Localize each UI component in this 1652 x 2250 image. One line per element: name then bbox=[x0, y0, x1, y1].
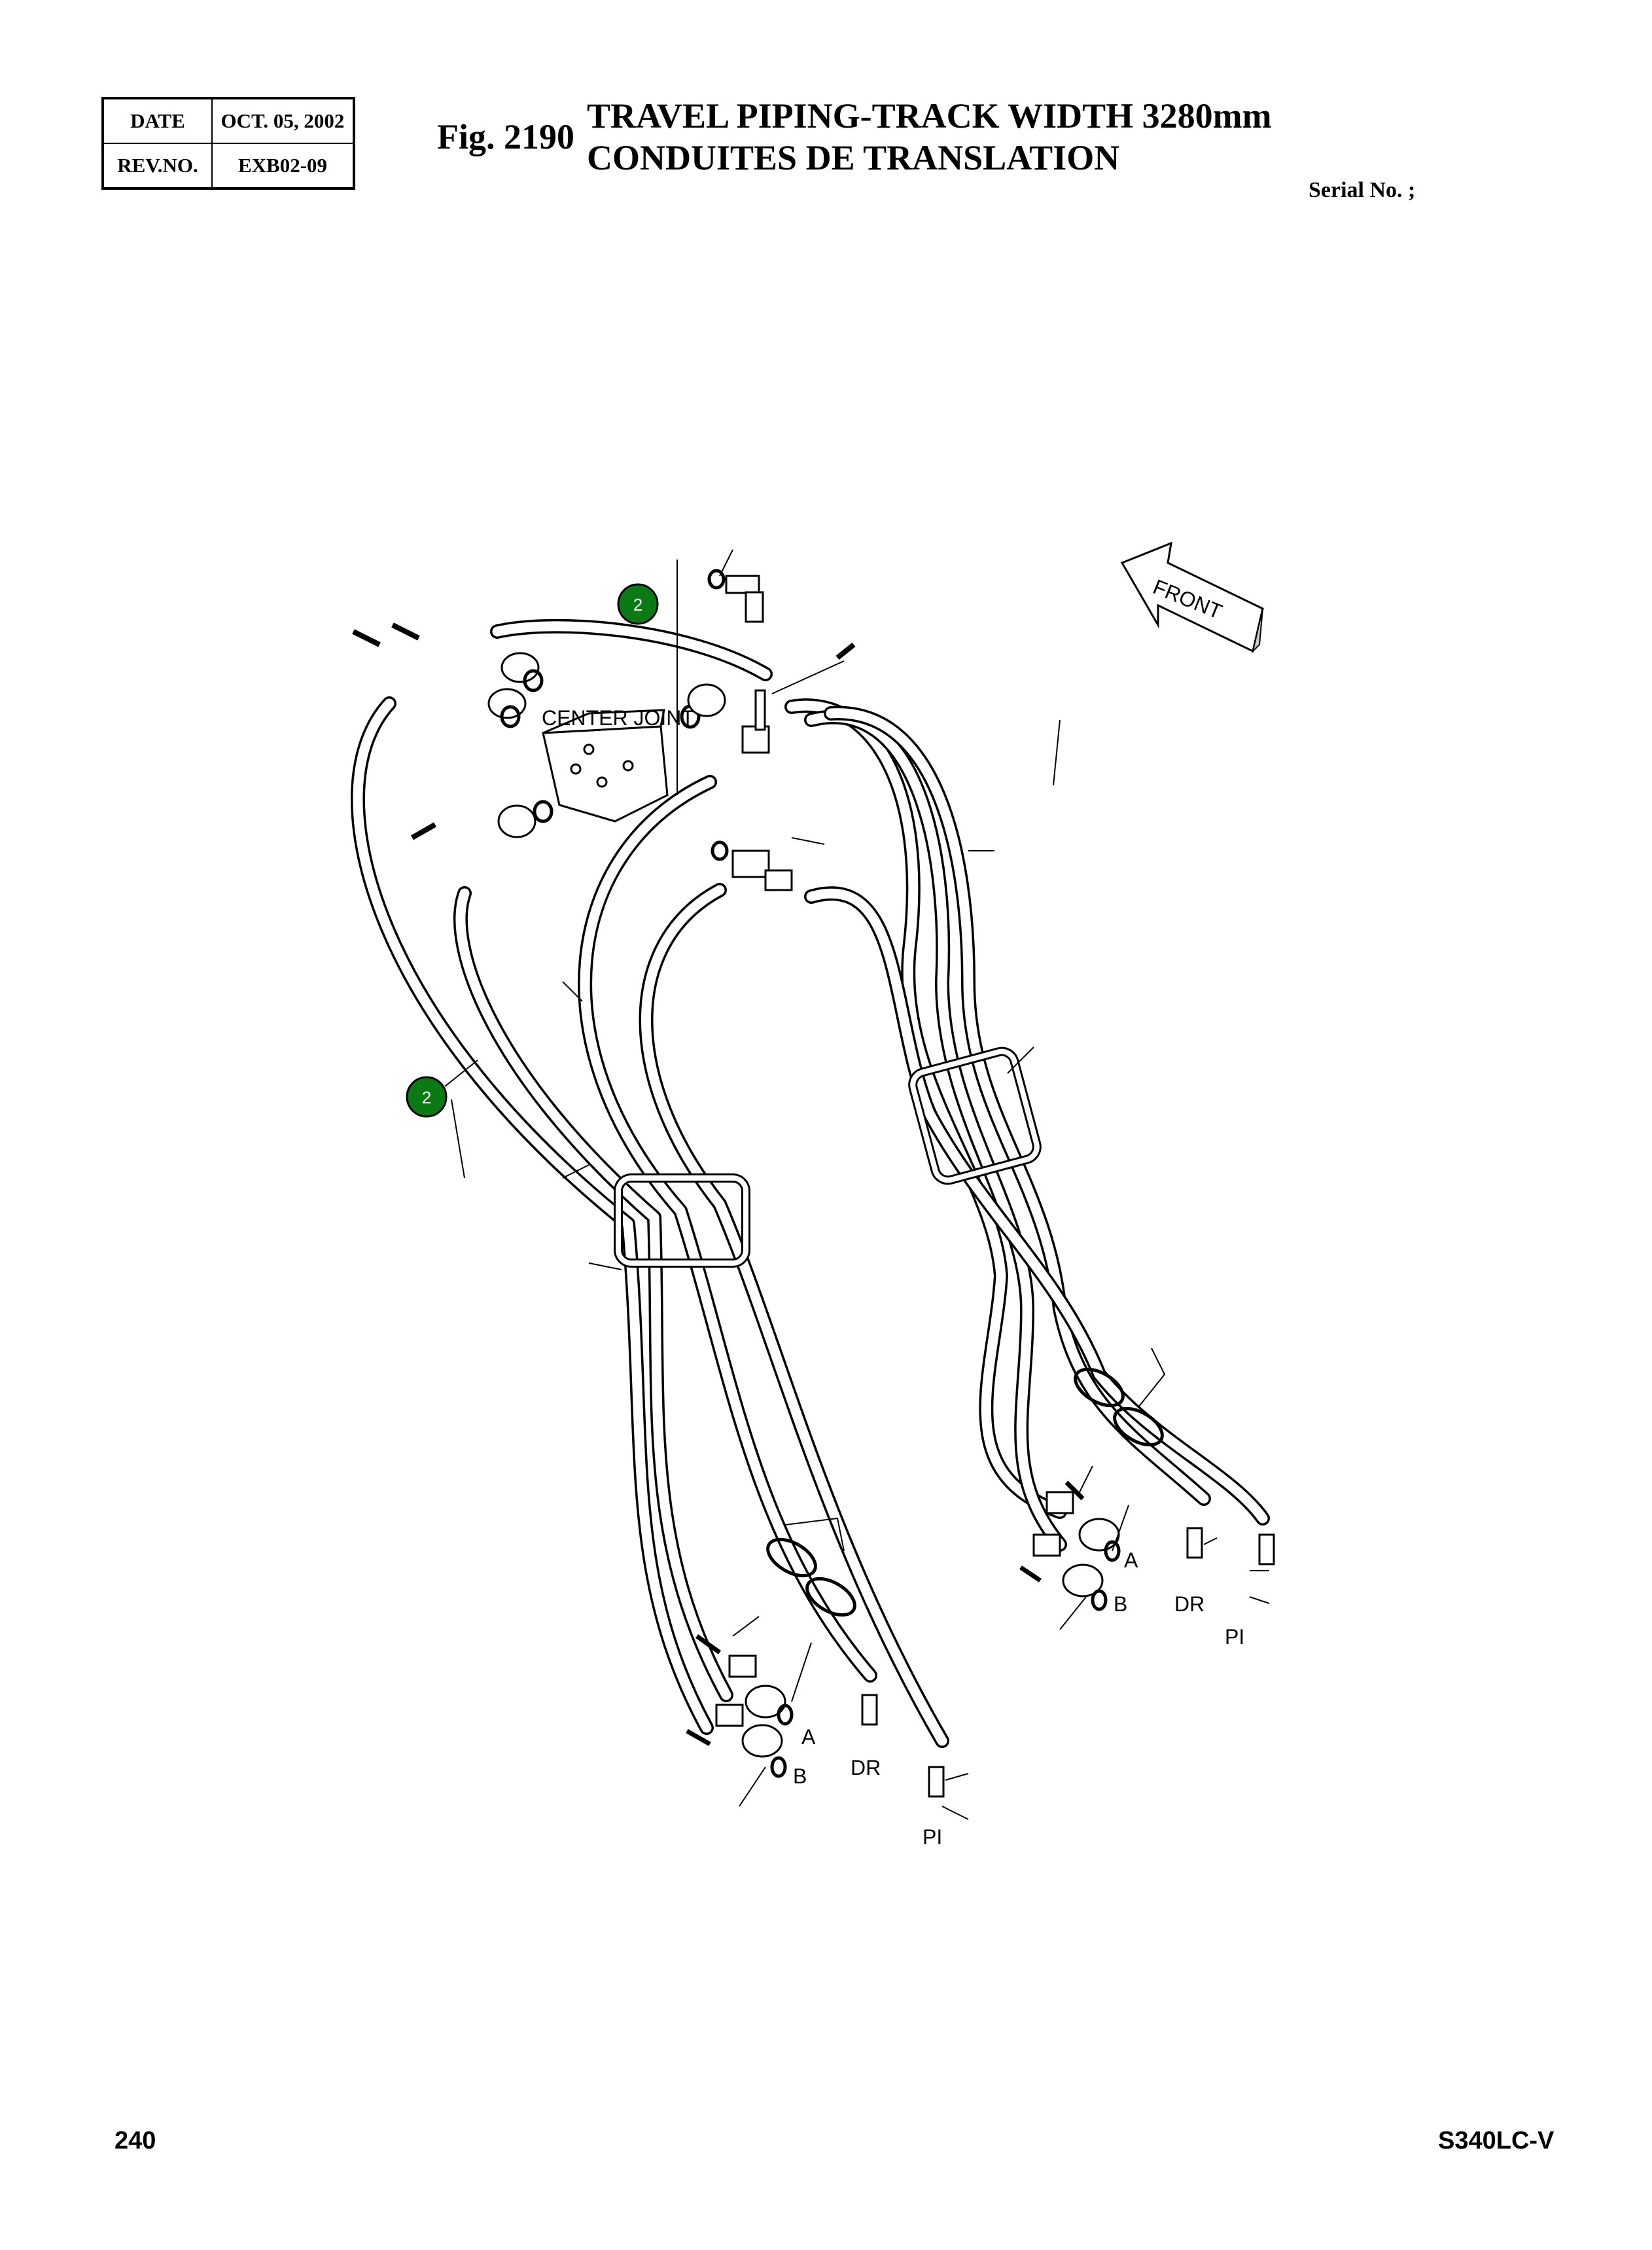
page-number: 240 bbox=[114, 2127, 156, 2154]
upper-elbow-fitting bbox=[725, 575, 764, 623]
right-port-b-label: B bbox=[1114, 1592, 1127, 1616]
figure-number: Fig. 2190 bbox=[437, 117, 574, 156]
callout-2-lower-label: 2 bbox=[422, 1088, 431, 1107]
right-port-a-label: A bbox=[1124, 1548, 1138, 1572]
callout-2-upper-label: 2 bbox=[633, 595, 642, 615]
rev-label: REV.NO. bbox=[102, 143, 213, 189]
lower-right-port-fittings bbox=[1019, 1480, 1275, 1611]
left-port-dr-label: DR bbox=[851, 1756, 881, 1779]
upper-hose bbox=[490, 618, 773, 681]
left-port-b-label: B bbox=[793, 1764, 807, 1788]
left-port-a-label: A bbox=[801, 1725, 816, 1749]
tee-fitting-lower bbox=[731, 849, 793, 891]
center-joint-label: CENTER JOINT bbox=[542, 706, 694, 730]
right-port-pi-label: PI bbox=[1225, 1625, 1244, 1649]
right-hose-clamp bbox=[908, 1046, 1042, 1185]
front-arrow bbox=[1120, 541, 1264, 654]
bolts bbox=[352, 622, 856, 840]
center-joint-block bbox=[542, 709, 669, 823]
upper-flanges-and-orings bbox=[487, 569, 729, 861]
revision-table: DATE OCT. 05, 2002 REV.NO. EXB02-09 bbox=[101, 97, 355, 190]
figure-title-english: TRAVEL PIPING-TRACK WIDTH 3280mm bbox=[587, 96, 1272, 135]
date-row: DATE OCT. 05, 2002 bbox=[102, 98, 355, 144]
date-label: DATE bbox=[102, 98, 213, 144]
left-hose-bundle bbox=[350, 696, 949, 1748]
callout-2-lower: 2 bbox=[406, 1076, 448, 1118]
leader-lines bbox=[451, 549, 1270, 1820]
rev-value: EXB02-09 bbox=[211, 143, 355, 189]
model-number: S340LC-V bbox=[1438, 2127, 1555, 2154]
serial-number-label: Serial No. ; bbox=[1309, 178, 1416, 202]
lower-left-port-fittings bbox=[686, 1634, 945, 1798]
left-port-pi-label: PI bbox=[923, 1825, 942, 1849]
left-hose-clamp bbox=[614, 1173, 750, 1268]
figure-title-french: CONDUITES DE TRANSLATION bbox=[587, 138, 1120, 177]
rev-row: REV.NO. EXB02-09 bbox=[102, 143, 355, 189]
lower-right-hose-bands bbox=[1074, 1367, 1164, 1447]
tee-fitting-upper bbox=[741, 689, 770, 754]
lower-left-hose-bands bbox=[766, 1537, 856, 1617]
right-port-dr-label: DR bbox=[1174, 1592, 1204, 1616]
date-value: OCT. 05, 2002 bbox=[211, 98, 355, 144]
callout-2-upper: 2 bbox=[617, 583, 659, 625]
